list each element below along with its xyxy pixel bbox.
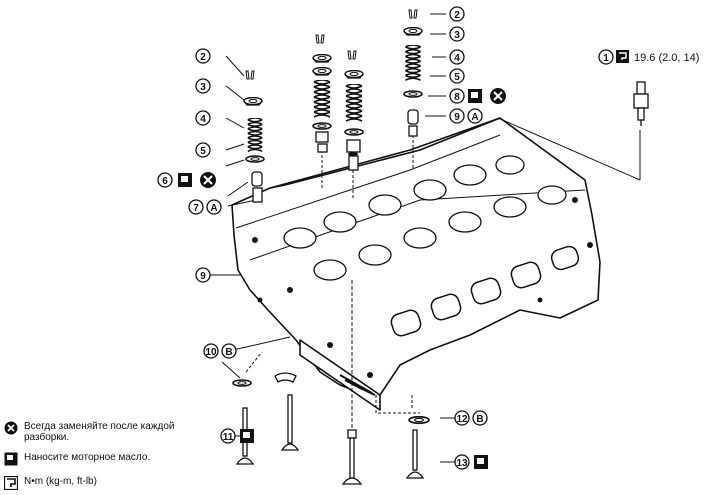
valve-seat-12: [408, 415, 430, 425]
svg-text:2: 2: [454, 10, 460, 21]
svg-text:5: 5: [454, 72, 460, 83]
spark-plug: [633, 81, 649, 126]
callout-5-left: 5: [195, 142, 211, 158]
callout-8: 8: [449, 88, 506, 104]
svg-text:6: 6: [162, 176, 168, 187]
svg-text:2: 2: [200, 52, 206, 63]
svg-text:8: 8: [454, 92, 460, 103]
torque-spec-callout: 19.6 (2.0, 14): [616, 50, 699, 64]
svg-text:3: 3: [454, 30, 460, 41]
callout-11: 11: [220, 428, 254, 444]
cylinder-head: [231, 117, 601, 411]
callout-4-left: 4: [195, 110, 211, 126]
svg-text:10: 10: [205, 347, 217, 358]
callout-3-right: 3: [449, 26, 465, 42]
svg-text:9: 9: [454, 112, 460, 123]
replace-icon: [4, 421, 18, 435]
svg-text:4: 4: [200, 114, 206, 125]
valve-stack-center: [344, 50, 364, 171]
head-bolt-holes: [252, 197, 593, 378]
legend-torque: N•m (kg-m, ft-lb): [4, 476, 97, 490]
exhaust-ports: [390, 245, 580, 337]
torque-spec-text: 19.6 (2.0, 14): [634, 52, 699, 64]
legend-oil-text: Наносите моторное масло.: [24, 452, 151, 463]
callout-12: 12 B: [454, 410, 488, 426]
callout-1: 1: [598, 49, 614, 65]
legend-replace: Всегда заменяйте после каждой разборки.: [4, 421, 175, 443]
svg-text:9: 9: [200, 271, 206, 282]
torque-wrench-icon: [4, 476, 18, 490]
head-shading: [339, 374, 376, 396]
svg-text:1: 1: [603, 53, 609, 64]
callout-10: 10 B: [203, 343, 237, 359]
svg-text:12: 12: [456, 414, 468, 425]
svg-text:3: 3: [200, 82, 206, 93]
valve-seat-10: [232, 379, 252, 387]
svg-text:A: A: [471, 112, 478, 123]
svg-text:7: 7: [193, 203, 199, 214]
callout-2-right: 2: [449, 6, 465, 22]
callout-9: 9: [195, 267, 211, 283]
legend-replace-text: Всегда заменяйте после каждой разборки.: [24, 421, 175, 443]
callout-6-left: 6: [157, 172, 216, 188]
callout-7-left: 7 A: [188, 199, 222, 215]
valve-stack-center-left: [312, 34, 332, 153]
callout-13: 13: [454, 454, 488, 470]
svg-text:A: A: [210, 203, 217, 214]
callout-4-right: 4: [449, 49, 465, 65]
svg-text:5: 5: [200, 146, 206, 157]
engine-oil-icon: [4, 452, 18, 466]
callout-2-left: 2: [195, 48, 211, 64]
legend-torque-text: N•m (kg-m, ft-lb): [24, 476, 97, 487]
svg-text:B: B: [225, 347, 232, 358]
legend-oil: Наносите моторное масло.: [4, 452, 150, 466]
cam-journals: [283, 155, 567, 281]
valve-seat-10-b: [274, 372, 297, 383]
callout-9-right: 9 A: [449, 108, 483, 124]
svg-text:B: B: [476, 414, 483, 425]
valve-stack-right: [403, 9, 423, 137]
valves: [235, 394, 425, 485]
svg-text:4: 4: [454, 53, 460, 64]
callout-5-right: 5: [449, 68, 465, 84]
valve-stack-left: [243, 70, 265, 203]
svg-text:11: 11: [223, 432, 234, 443]
svg-text:13: 13: [456, 458, 468, 469]
callout-3-left: 3: [195, 78, 211, 94]
